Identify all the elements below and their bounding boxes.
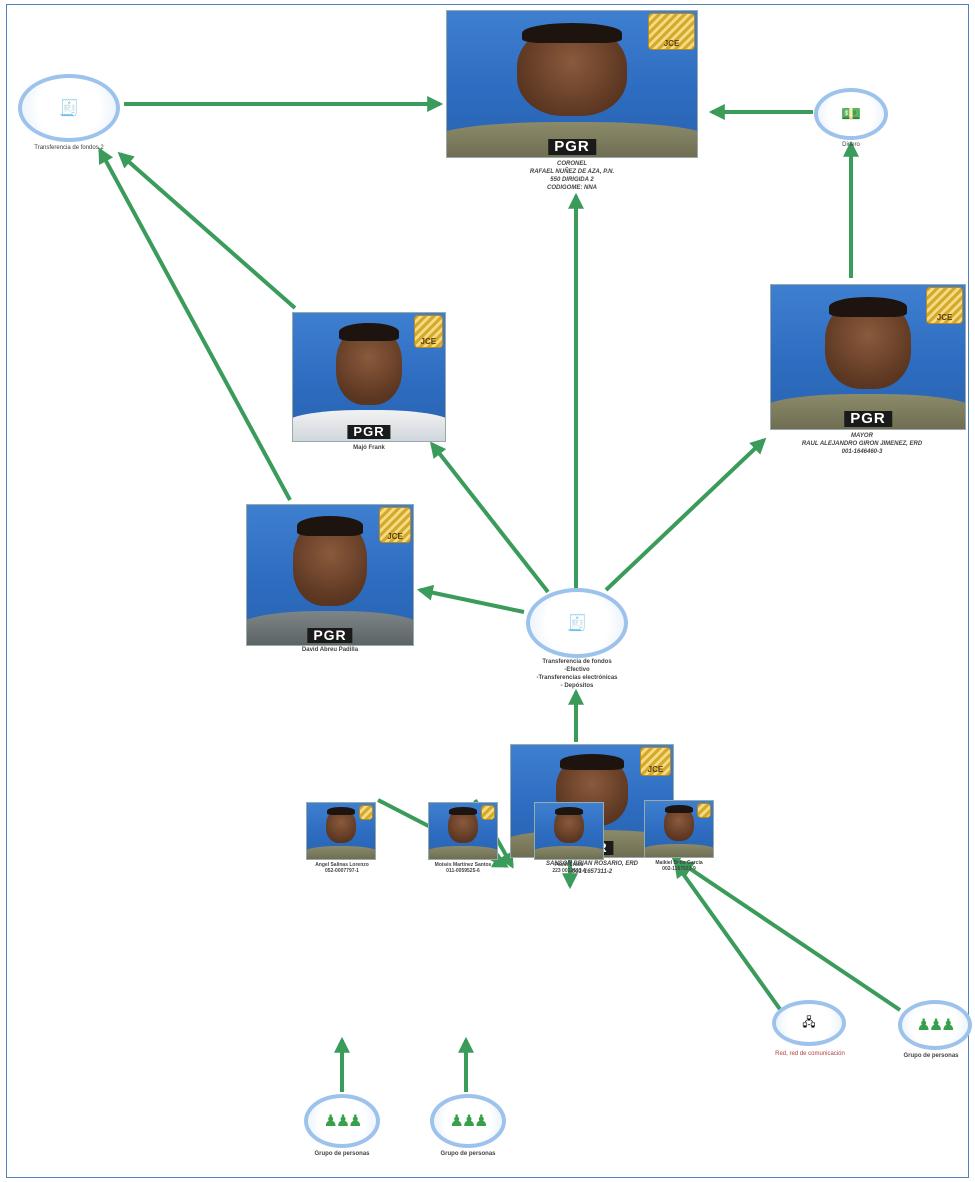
pgr-watermark: PGR — [844, 410, 892, 427]
node-transfer-left[interactable]: 🧾 — [18, 74, 120, 142]
label-group-bottom-2: Grupo de personas — [440, 1151, 496, 1157]
edge-midleft-to-transfer — [117, 151, 297, 310]
photo-sub-3[interactable] — [534, 802, 604, 860]
label-money-right: Dinero — [842, 142, 860, 148]
edge-network-to-main — [674, 861, 784, 1014]
node-group-bottom-2[interactable]: ♟♟♟ — [430, 1094, 506, 1148]
label-network: Red, red de comunicación — [775, 1051, 845, 1057]
money-transfer-icon: 🧾 — [567, 615, 587, 632]
edge-center-to-major — [604, 437, 767, 592]
pgr-watermark: PGR — [347, 424, 391, 439]
node-transfer-center[interactable]: 🧾 — [526, 588, 628, 658]
label-transfer-center: Transferencia de fondos -Efectivo -Trans… — [536, 659, 618, 689]
jce-seal-icon — [480, 805, 495, 821]
edge-center-to-lowerleft — [416, 584, 525, 614]
photo-sub-4[interactable] — [644, 800, 714, 858]
caption-mid-left: Majó Frank — [353, 445, 385, 451]
photo-mid-left[interactable]: JCE PGR — [292, 312, 446, 442]
pgr-watermark: PGR — [307, 627, 353, 643]
caption-lower-left: David Abreu Padilla — [301, 647, 359, 653]
people-group-icon: ♟♟♟ — [323, 1113, 362, 1130]
edge-group-to-main — [677, 860, 902, 1012]
node-network[interactable]: 🖧 — [772, 1000, 846, 1046]
people-group-icon: ♟♟♟ — [449, 1113, 488, 1130]
node-money-right[interactable]: 💵 — [814, 88, 888, 140]
people-group-icon: ♟♟♟ — [916, 1017, 955, 1034]
caption-colonel: CORONEL RAFAEL NUÑEZ DE AZA, P.N. 550 DI… — [529, 161, 615, 191]
label-transfer-left: Transferencia de fondos 2 — [34, 145, 104, 151]
jce-seal-icon — [696, 803, 711, 819]
photo-sub-1[interactable] — [306, 802, 376, 860]
edge-lowerleft-to-transfer — [98, 147, 292, 501]
photo-colonel[interactable]: JCE PGR — [446, 10, 698, 158]
caption-major: MAYOR RAUL ALEJANDRO GIRON JIMENEZ, ERD … — [801, 433, 923, 455]
edge-center-to-midleft — [430, 441, 550, 594]
photo-lower-left[interactable]: JCE PGR — [246, 504, 414, 646]
money-transfer-icon: 🧾 — [59, 100, 79, 117]
jce-seal-icon: JCE — [379, 507, 411, 543]
network-icon: 🖧 — [802, 1014, 816, 1029]
jce-seal-icon: JCE — [648, 13, 695, 51]
jce-seal-icon: JCE — [413, 315, 443, 348]
money-icon: 💵 — [841, 106, 861, 123]
caption-sub-3: Pasilt Cross 223 0012613 4 — [552, 862, 586, 874]
jce-seal-icon — [358, 805, 373, 821]
caption-sub-4: Maikiel Bello Garcia 002-1167523-9 — [655, 860, 703, 872]
jce-seal-icon: JCE — [639, 747, 671, 776]
node-group-bottom-1[interactable]: ♟♟♟ — [304, 1094, 380, 1148]
caption-sub-2: Moisés Martínez Santos 011-0059525-6 — [434, 862, 492, 874]
photo-major[interactable]: JCE PGR — [770, 284, 966, 430]
photo-sub-2[interactable] — [428, 802, 498, 860]
node-group-right[interactable]: ♟♟♟ — [898, 1000, 972, 1050]
label-group-bottom-1: Grupo de personas — [314, 1151, 370, 1157]
jce-seal-icon: JCE — [926, 287, 963, 324]
caption-sub-1: Angel Salinas Lorenzo 052-0007797-1 — [315, 862, 369, 874]
label-group-right: Grupo de personas — [903, 1053, 959, 1059]
caption-main-subject: SANSON BRIAN ROSARIO, ERD 001-1657311-2 — [545, 861, 638, 875]
diagram-frame — [6, 4, 969, 1178]
pgr-watermark: PGR — [548, 138, 596, 155]
